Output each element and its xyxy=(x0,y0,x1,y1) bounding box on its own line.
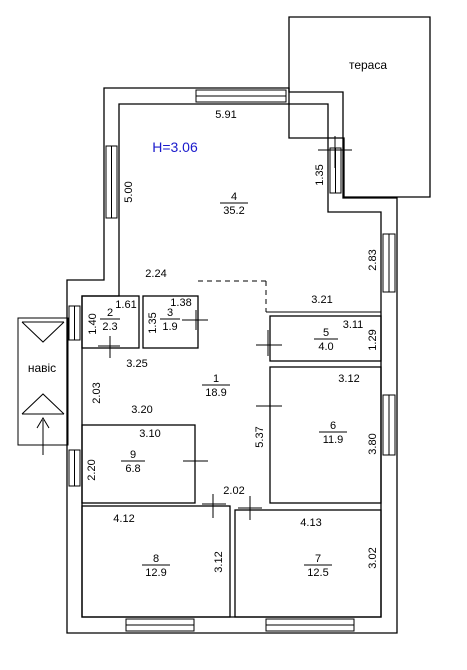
room-3-number: 3 xyxy=(167,307,173,319)
dim-1-35-b: 1.35 xyxy=(147,312,159,333)
dim-4-13: 4.13 xyxy=(300,517,321,529)
room-7-area: 12.5 xyxy=(307,567,328,579)
dim-2-03: 2.03 xyxy=(91,382,103,403)
room-1-area: 18.9 xyxy=(205,387,226,399)
dim-5-00: 5.00 xyxy=(123,181,135,202)
dimensions: 5.91 2.24 3.21 1.61 1.38 3.11 3.25 3.12 … xyxy=(86,109,379,573)
dim-2-02: 2.02 xyxy=(223,485,244,497)
door-marks xyxy=(98,136,352,520)
room-1-number: 1 xyxy=(213,373,219,385)
room-6-number: 6 xyxy=(330,420,336,432)
dim-1-61: 1.61 xyxy=(115,299,136,311)
dim-2-24: 2.24 xyxy=(145,268,166,280)
dim-3-02: 3.02 xyxy=(367,547,379,568)
dim-3-25: 3.25 xyxy=(126,358,147,370)
dim-1-35-a: 1.35 xyxy=(314,164,326,185)
room-5-number: 5 xyxy=(323,327,329,339)
dim-3-12-b: 3.12 xyxy=(213,551,225,572)
room-9: 9 6.8 xyxy=(121,449,145,475)
room-9-area: 6.8 xyxy=(125,463,140,475)
room-5-area: 4.0 xyxy=(318,341,333,353)
room-5: 5 4.0 xyxy=(314,327,338,353)
room-3: 3 1.9 xyxy=(160,307,180,333)
room-6-area: 11.9 xyxy=(323,434,344,446)
dim-3-10: 3.10 xyxy=(139,428,160,440)
room-8: 8 12.9 xyxy=(142,553,170,579)
room-2-number: 2 xyxy=(107,307,113,319)
room-9-number: 9 xyxy=(130,449,136,461)
terrace: тераса xyxy=(288,16,431,198)
dim-4-12: 4.12 xyxy=(113,513,134,525)
dim-3-21: 3.21 xyxy=(311,294,332,306)
dim-3-20: 3.20 xyxy=(131,404,152,416)
dim-2-20: 2.20 xyxy=(86,459,98,480)
dim-1-38: 1.38 xyxy=(170,297,191,309)
room-3-area: 1.9 xyxy=(162,321,177,333)
interior-walls xyxy=(81,280,382,618)
room-2: 2 2.3 xyxy=(100,307,120,333)
room-7-number: 7 xyxy=(315,553,321,565)
windows xyxy=(68,89,396,632)
dim-2-83: 2.83 xyxy=(367,249,379,270)
room-2-area: 2.3 xyxy=(102,321,117,333)
dim-5-37: 5.37 xyxy=(254,426,266,447)
canopy-label: навіс xyxy=(28,361,56,375)
room-1: 1 18.9 xyxy=(202,373,230,399)
dim-3-12-a: 3.12 xyxy=(338,373,359,385)
room-8-area: 12.9 xyxy=(145,567,166,579)
room-4-area: 35.2 xyxy=(223,205,244,217)
room-6: 6 11.9 xyxy=(319,420,347,446)
room-8-number: 8 xyxy=(153,553,159,565)
ceiling-height-label: H=3.06 xyxy=(152,139,198,155)
room-4: 4 35.2 xyxy=(220,191,248,217)
dim-3-11: 3.11 xyxy=(343,319,364,331)
room-4-number: 4 xyxy=(231,191,237,203)
room-7: 7 12.5 xyxy=(304,553,332,579)
dim-1-40: 1.40 xyxy=(87,313,99,334)
canopy: навіс xyxy=(17,317,69,455)
terrace-label: тераса xyxy=(349,58,387,72)
dim-1-29: 1.29 xyxy=(367,329,379,350)
dim-5-91: 5.91 xyxy=(215,109,236,121)
dim-3-80: 3.80 xyxy=(367,433,379,454)
